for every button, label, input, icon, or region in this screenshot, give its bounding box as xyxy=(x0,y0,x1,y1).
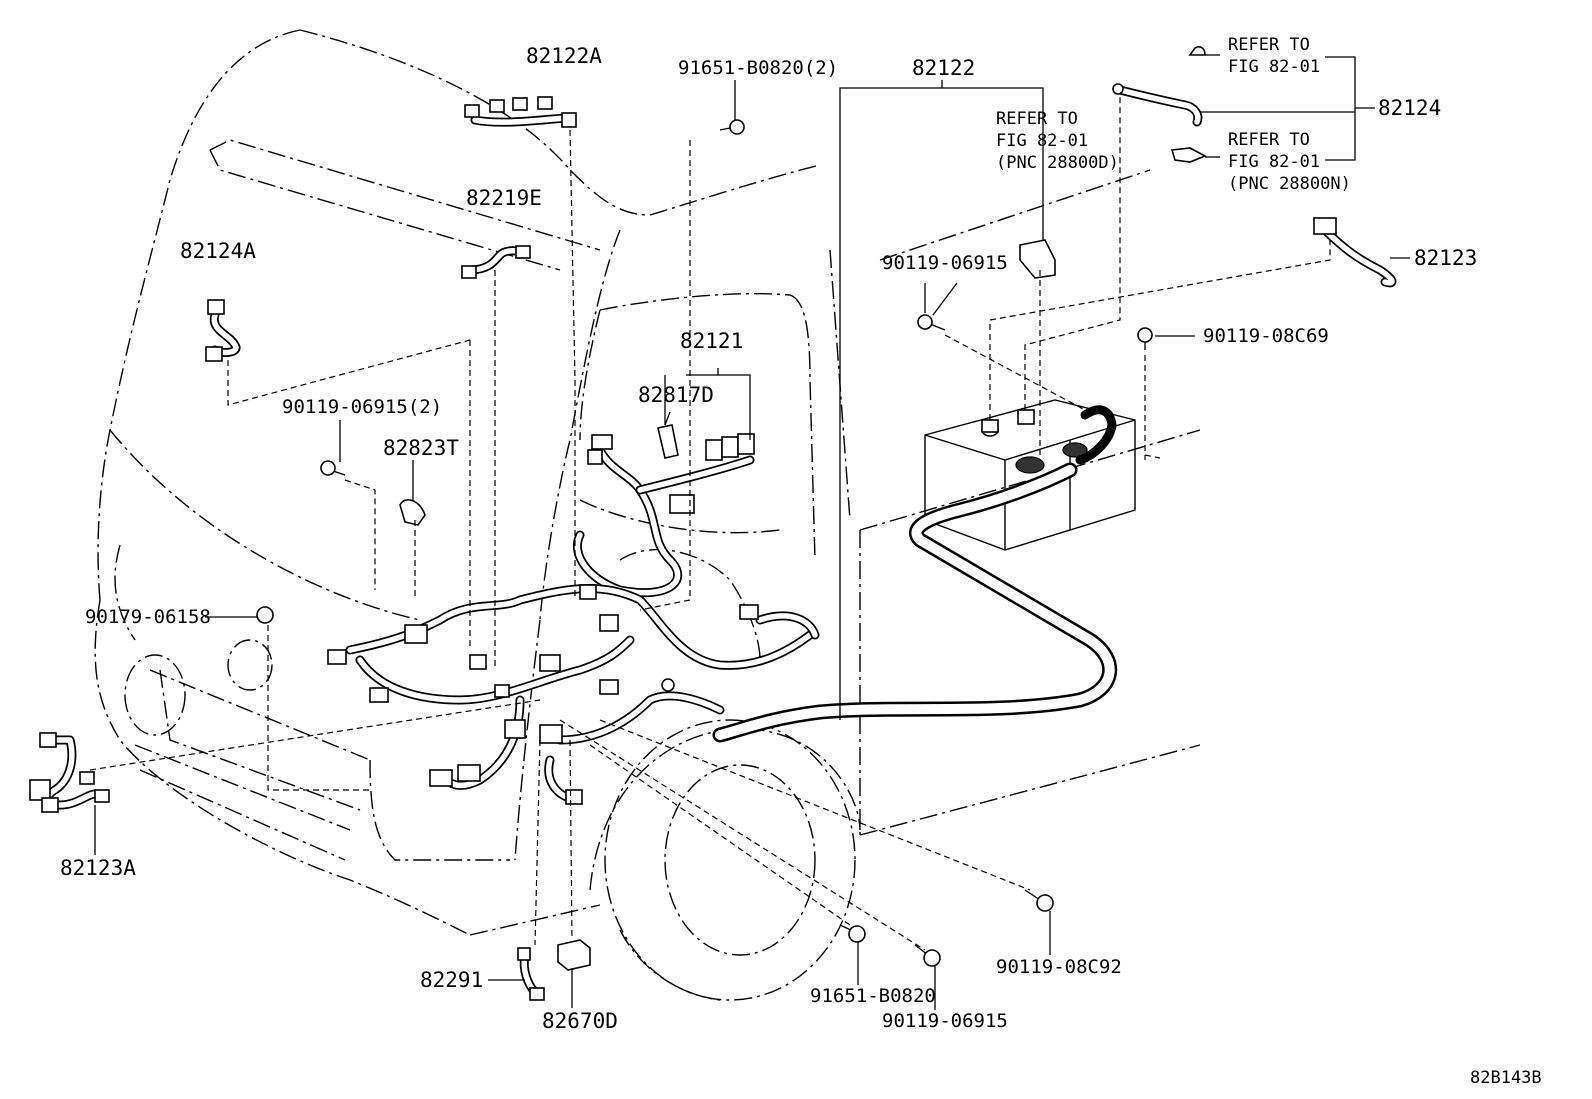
battery xyxy=(924,399,1136,551)
truck-body-outline xyxy=(94,29,1201,936)
label-90179-06158: 90179-06158 xyxy=(85,606,211,628)
connector-82123A xyxy=(29,732,110,813)
label-82219E: 82219E xyxy=(466,186,542,210)
label-82817D: 82817D xyxy=(638,383,714,407)
front-wheel xyxy=(589,719,861,1001)
bolt-90119-06915-bottom xyxy=(914,944,941,967)
refer-3-line-1: REFER TO xyxy=(1228,130,1310,150)
part-labels: 82122A 91651-B0820(2) 82122 82219E 82124… xyxy=(60,44,1477,1033)
refer-2-line-1: REFER TO xyxy=(996,109,1078,129)
label-90119-06915-2: 90119-06915(2) xyxy=(282,396,442,418)
connector-82291 xyxy=(517,947,545,1001)
connector-82124A xyxy=(205,299,241,362)
label-90119-06915-top: 90119-06915 xyxy=(882,252,1008,274)
refer-1-line-2: FIG 82-01 xyxy=(1228,57,1320,77)
label-82122A: 82122A xyxy=(526,44,602,68)
label-82121: 82121 xyxy=(680,329,743,353)
label-82124A: 82124A xyxy=(180,239,256,263)
bolt-91651-B0820 xyxy=(839,924,866,943)
battery-cable-82122 xyxy=(712,462,1118,743)
label-82122: 82122 xyxy=(912,56,975,80)
bolt-91651-B0820-2 xyxy=(719,119,745,135)
terminal-82122 xyxy=(1019,239,1056,279)
cable-82124 xyxy=(1112,46,1207,163)
refer-3-line-2: FIG 82-01 xyxy=(1228,152,1320,172)
bolt-90119-06915-2 xyxy=(320,460,346,476)
label-90119-06915-bottom: 90119-06915 xyxy=(882,1010,1008,1032)
block-82670D xyxy=(557,939,591,971)
leader-lines xyxy=(94,54,1410,1010)
refer-1-line-1: REFER TO xyxy=(1228,35,1310,55)
refer-2-line-2: FIG 82-01 xyxy=(996,131,1088,151)
clip-82823T xyxy=(399,499,426,526)
figure-id: 82B143B xyxy=(1470,1068,1542,1088)
label-82291: 82291 xyxy=(420,968,483,992)
connector-82122A xyxy=(464,96,577,128)
label-82124: 82124 xyxy=(1378,96,1441,120)
refer-3-line-3: (PNC 28800N) xyxy=(1228,174,1351,194)
nut-90179-06158 xyxy=(256,606,274,624)
battery-terminal-cable xyxy=(1075,405,1117,465)
label-90119-08C69: 90119-08C69 xyxy=(1203,325,1329,347)
label-91651-B0820: 91651-B0820 xyxy=(810,985,936,1007)
bolt-90119-06915-top xyxy=(917,314,946,331)
refer-2-line-3: (PNC 28800D) xyxy=(996,153,1119,173)
label-82670D: 82670D xyxy=(542,1009,618,1033)
relay-block xyxy=(587,424,755,514)
refer-notes: REFER TO FIG 82-01 REFER TO FIG 82-01 (P… xyxy=(996,35,1351,194)
label-91651-B0820-2: 91651-B0820(2) xyxy=(678,57,838,79)
engine-harness-82121 xyxy=(327,445,820,805)
label-90119-08C92: 90119-08C92 xyxy=(996,956,1122,978)
connector-82219E xyxy=(461,245,531,279)
label-82123: 82123 xyxy=(1414,246,1477,270)
label-82123A: 82123A xyxy=(60,856,136,880)
bolt-90119-08C92 xyxy=(1024,889,1054,912)
locator-lines xyxy=(89,95,1331,951)
label-82823T: 82823T xyxy=(383,436,459,460)
bolt-90119-08C69 xyxy=(1137,327,1153,350)
connector-82123 xyxy=(1313,217,1397,288)
